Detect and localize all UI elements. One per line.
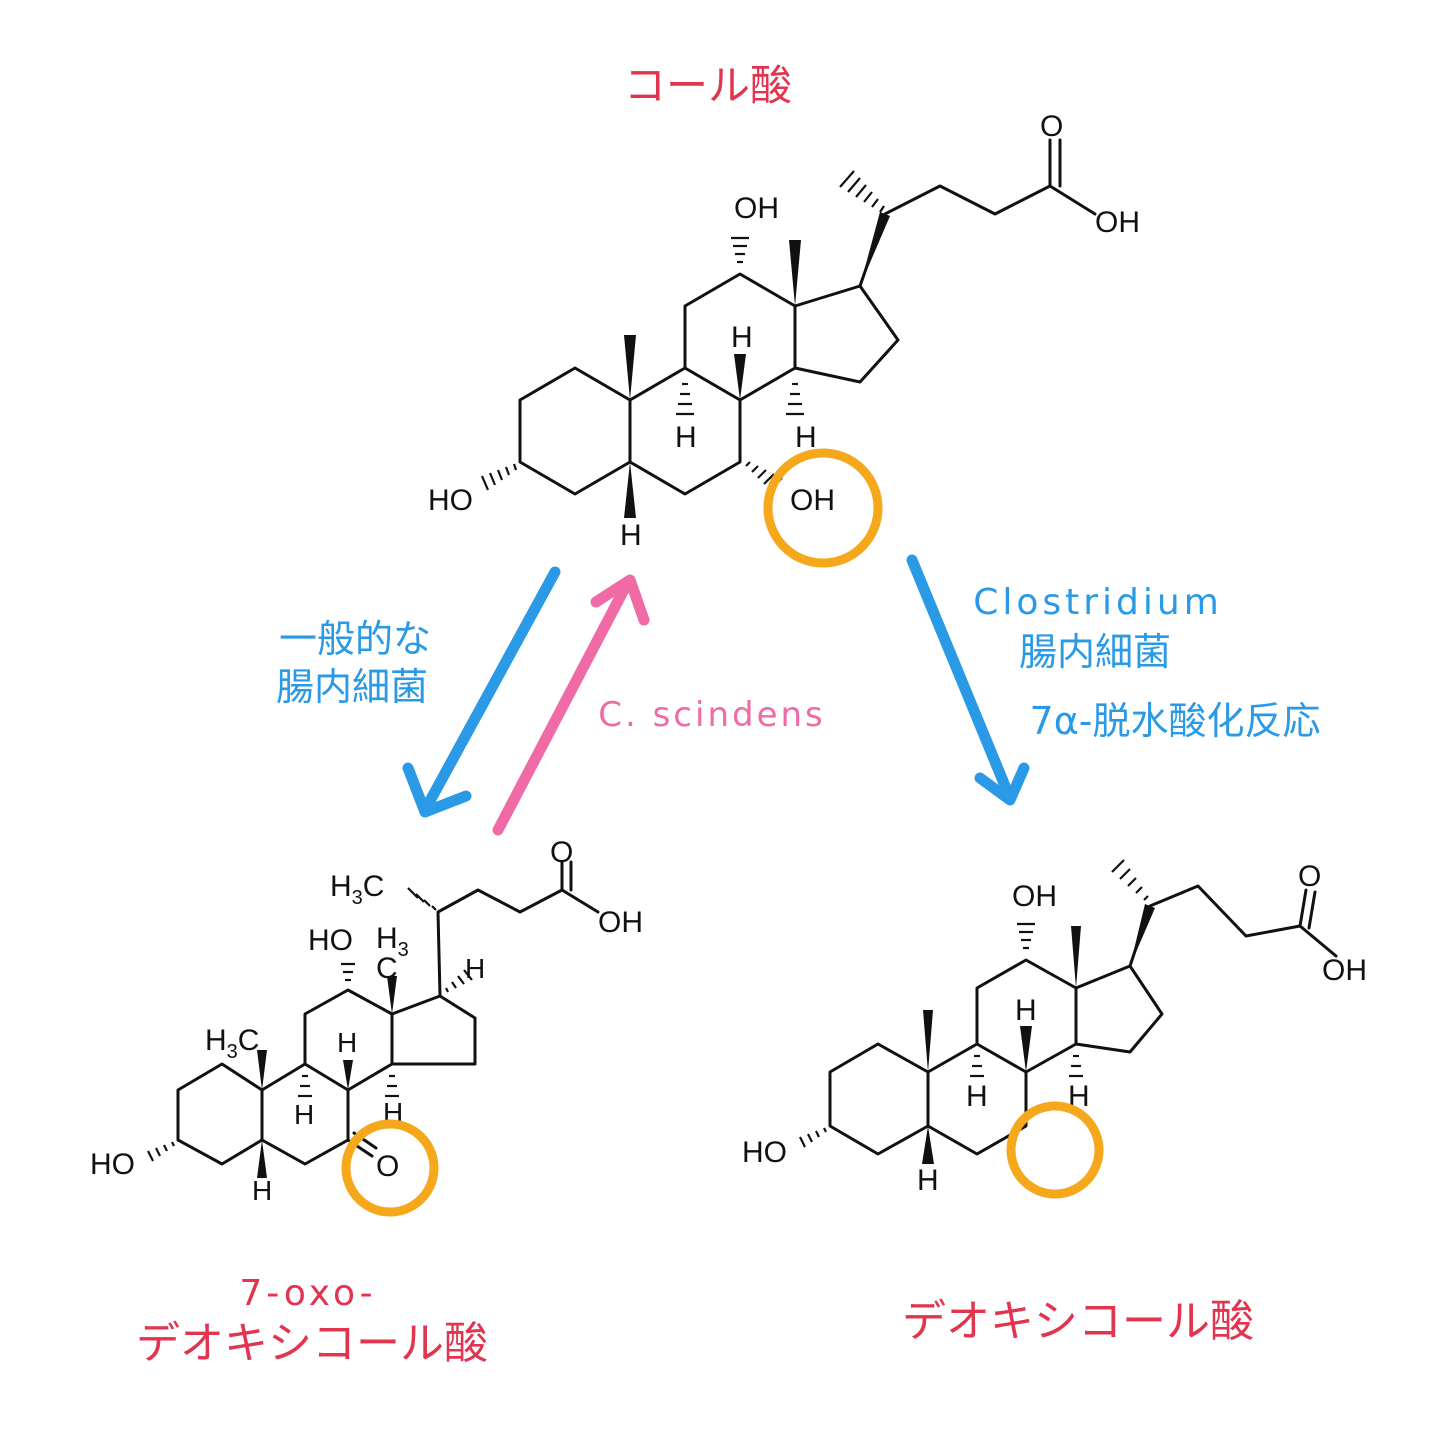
atom-h3c-19: H3C [205,1024,259,1063]
label-7a-dehydroxylation: 7α-脱水酸化反応 [1030,699,1321,743]
atom-h-5-b: H [252,1175,272,1206]
atom-oh-12-b: HO [308,924,353,957]
atom-c-18: C [376,952,398,985]
arrow-to-7-oxo [402,566,561,818]
atom-oh-carboxyl-c: OH [1322,954,1367,987]
atom-h-5: H [620,519,642,552]
atom-oh-carboxyl-b: OH [598,906,643,939]
arrow-to-cholic-acid [492,574,650,836]
atom-o-7-keto: O [376,1150,399,1183]
title-cholic-acid: コール酸 [624,61,792,110]
atom-o-carbonyl-b: O [550,836,573,869]
atom-h-14: H [795,421,817,454]
label-general-bacteria-1: 一般的な [279,617,431,661]
atom-ho-3: HO [428,484,473,517]
highlight-7-keto [341,1119,439,1217]
molecule-7-oxo-deoxycholic-acid: H H3C O OH HO H3 C H3C H H [90,836,643,1217]
highlight-7-oh [763,448,883,568]
atom-oh-7: OH [790,484,835,517]
atom-oh-carboxyl: OH [1095,206,1140,239]
label-intestinal-bacteria: 腸内細菌 [1019,630,1171,674]
atom-o-carbonyl-c: O [1298,860,1321,893]
atom-h-9-c: H [966,1080,988,1113]
highlight-7-removed [1006,1101,1104,1199]
label-clostridium: Clostridium [973,582,1223,623]
atom-h-8: H [731,321,753,354]
atom-h-8-b: H [337,1027,357,1058]
name-7-oxo-line1: 7-oxo- [239,1273,376,1314]
atom-ho-3-c: HO [742,1136,787,1169]
atom-h-14-c: H [1068,1080,1090,1113]
atom-h-5-c: H [917,1164,939,1197]
label-general-bacteria-2: 腸内細菌 [276,665,428,709]
atom-oh-12: OH [734,192,779,225]
atom-h3c-21: H3C [330,870,384,909]
atom-h-9: H [675,421,697,454]
molecule-cholic-acid: HO H OH H H H [428,110,1140,568]
atom-ho-3-b: HO [90,1148,135,1181]
atom-h-8-c: H [1015,994,1037,1027]
name-7-oxo-line2: デオキシコール酸 [136,1318,488,1369]
atom-h-9-b: H [294,1099,314,1130]
label-c-scindens: C. scindens [598,695,826,735]
molecule-deoxycholic-acid: OH H H H HO H O OH [742,859,1367,1199]
name-deoxycholic-acid: デオキシコール酸 [902,1296,1254,1347]
atom-o-carbonyl: O [1040,110,1063,143]
arrow-to-deoxycholic-acid [906,554,1030,806]
atom-oh-12-c: OH [1012,880,1057,913]
atom-h-17-b: H [465,953,485,984]
